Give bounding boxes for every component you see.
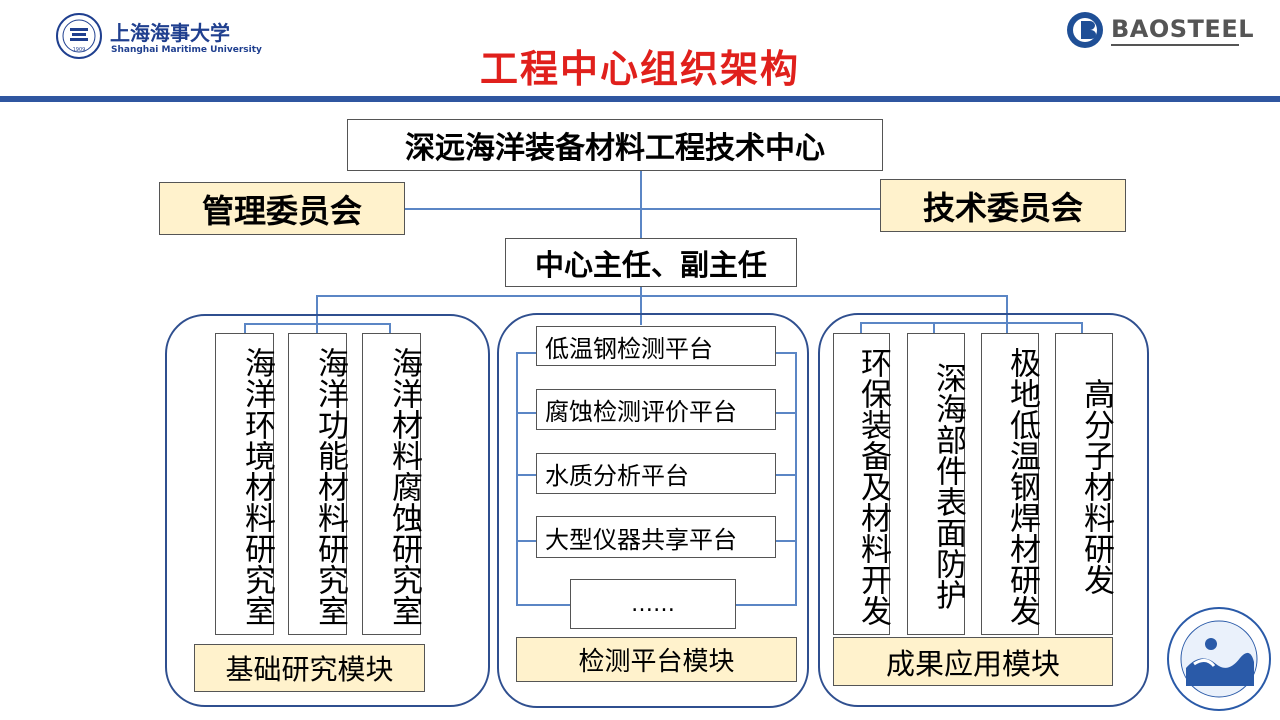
- application-item-box: 环保装备及材料开发: [833, 333, 891, 635]
- lab-label: 海洋环境材料研究室: [239, 346, 275, 626]
- baosteel-emblem-icon: [1067, 12, 1103, 48]
- lab-box: 海洋功能材料研究室: [288, 333, 348, 635]
- application-item-label: 环保装备及材料开发: [855, 346, 891, 626]
- director-box: 中心主任、副主任: [505, 238, 797, 287]
- bracket-basic: [244, 323, 390, 325]
- rail-left-1: [516, 352, 536, 354]
- application-item-box: 高分子材料研发: [1055, 333, 1114, 635]
- lab-box: 海洋材料腐蚀研究室: [362, 333, 422, 635]
- connector-branch: [316, 295, 1008, 297]
- header-divider: [0, 96, 1280, 102]
- root-node: 深远海洋装备材料工程技术中心: [347, 119, 883, 171]
- testing-platform-group: [497, 313, 809, 708]
- rail-left-3: [516, 474, 536, 476]
- rail-right: [795, 352, 797, 606]
- application-item-box: 深海部件表面防护: [907, 333, 966, 635]
- platform-box: 大型仪器共享平台: [536, 516, 776, 558]
- rail-left-5: [516, 604, 570, 606]
- management-committee-box: 管理委员会: [159, 182, 405, 235]
- rail-right-1: [776, 352, 796, 354]
- platform-box-ellipsis: ……: [570, 579, 736, 629]
- basic-research-group: [165, 314, 490, 707]
- bracket-basic-tick-1: [244, 323, 246, 333]
- page-title: 工程中心组织架构: [479, 47, 800, 91]
- connector-committees: [404, 208, 880, 210]
- platform-box: 水质分析平台: [536, 453, 776, 494]
- rail-left-2: [516, 412, 536, 414]
- university-name-cn: 上海海事大学: [110, 21, 230, 45]
- university-name-en: Shanghai Maritime University: [111, 45, 262, 55]
- connector-director-down: [640, 286, 642, 296]
- company-name: BAOSTEEL: [1111, 15, 1255, 43]
- center-emblem-icon: [1167, 607, 1271, 711]
- application-item-label: 极地低温钢焊材研发: [1004, 346, 1040, 626]
- lab-label: 海洋功能材料研究室: [312, 346, 348, 626]
- company-logo: BAOSTEEL: [1065, 10, 1255, 50]
- technical-committee-box: 技术委员会: [880, 179, 1126, 232]
- rail-right-2: [776, 412, 796, 414]
- rail-left-4: [516, 540, 536, 542]
- application-item-box: 极地低温钢焊材研发: [981, 333, 1040, 635]
- company-underline: [1111, 44, 1239, 46]
- connector-root-down: [640, 170, 642, 238]
- bracket-app-tick-4: [1081, 322, 1083, 334]
- lab-box: 海洋环境材料研究室: [215, 333, 275, 635]
- rail-right-5: [736, 604, 796, 606]
- application-item-label: 深海部件表面防护: [930, 362, 966, 610]
- university-seal-icon: [56, 13, 102, 59]
- application-label: 成果应用模块: [833, 637, 1113, 686]
- bracket-app-tick-1: [860, 322, 862, 334]
- seal-year: 1909: [72, 47, 86, 53]
- lab-label: 海洋材料腐蚀研究室: [386, 346, 422, 626]
- bracket-basic-tick-3: [389, 323, 391, 333]
- bracket-app: [860, 322, 1082, 324]
- connector-center: [640, 295, 642, 325]
- university-logo: 1909 上海海事大学 Shanghai Maritime University: [55, 12, 262, 62]
- rail-right-3: [776, 474, 796, 476]
- platform-box: 腐蚀检测评价平台: [536, 389, 776, 430]
- application-item-label: 高分子材料研发: [1078, 377, 1114, 595]
- application-group: [818, 313, 1149, 707]
- testing-platform-label: 检测平台模块: [516, 637, 797, 682]
- rail-left: [516, 352, 518, 606]
- bracket-app-tick-2: [933, 322, 935, 334]
- basic-research-label: 基础研究模块: [194, 644, 425, 692]
- rail-right-4: [776, 540, 796, 542]
- platform-box: 低温钢检测平台: [536, 326, 776, 366]
